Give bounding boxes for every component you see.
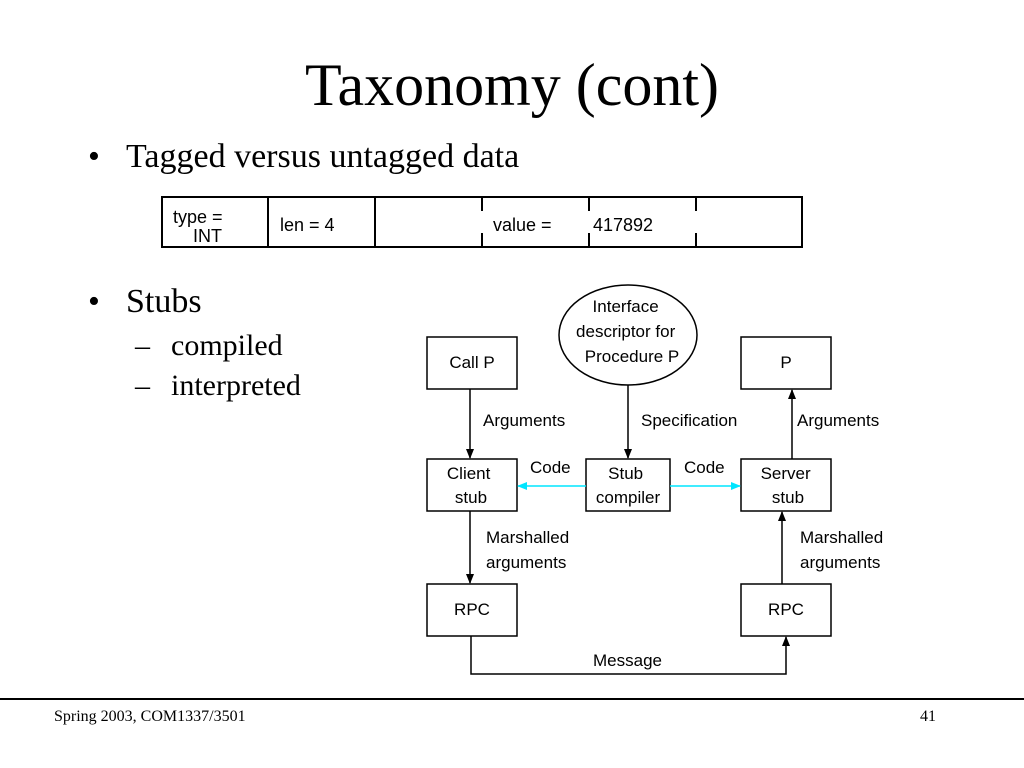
subitem-compiled: –compiled bbox=[135, 328, 283, 364]
bullet-text: Tagged versus untagged data bbox=[126, 138, 520, 175]
slide-title: Taxonomy (cont) bbox=[304, 52, 720, 118]
label-code-left: Code bbox=[530, 458, 571, 477]
server-stub-label: Server stub bbox=[761, 464, 816, 507]
client-stub-box bbox=[426, 458, 518, 512]
bullet-text: Stubs bbox=[126, 283, 202, 320]
sub-dash: – bbox=[135, 329, 150, 362]
label-marshalled-right: Marshalled arguments bbox=[800, 528, 888, 572]
subitem-text: interpreted bbox=[171, 369, 301, 402]
footer-course: Spring 2003, COM1337/3501 bbox=[54, 708, 246, 725]
p-box bbox=[740, 336, 832, 390]
label-arguments-right: Arguments bbox=[797, 411, 879, 430]
footer-divider bbox=[0, 698, 1024, 700]
stub-compiler-box bbox=[585, 458, 671, 512]
record-value-label: value = bbox=[493, 215, 552, 235]
message-arrow bbox=[470, 636, 790, 675]
call-p-box bbox=[426, 336, 518, 390]
client-stub-label: Client stub bbox=[447, 464, 495, 507]
record-type-value: INT bbox=[193, 226, 222, 246]
footer-page-number: 41 bbox=[920, 708, 936, 725]
bullet-dot: • bbox=[88, 283, 100, 320]
server-stub-box bbox=[740, 458, 832, 512]
interface-descriptor-text: Interface descriptor for Procedure P bbox=[576, 297, 680, 366]
record-type-label: type = bbox=[173, 207, 223, 227]
subitem-text: compiled bbox=[171, 329, 283, 362]
label-message: Message bbox=[593, 651, 662, 670]
rpc-left-box bbox=[426, 583, 518, 637]
rpc-stub-diagram: Interface descriptor for Procedure P Cal… bbox=[426, 284, 888, 675]
record-len: len = 4 bbox=[280, 215, 335, 235]
p-label: P bbox=[780, 353, 791, 372]
bullet-tagged-data: • Tagged versus untagged data bbox=[88, 137, 519, 177]
subitem-interpreted: –interpreted bbox=[135, 368, 301, 404]
bullet-stubs: • Stubs bbox=[88, 282, 202, 322]
rpc-left-label: RPC bbox=[454, 600, 490, 619]
call-p-label: Call P bbox=[449, 353, 494, 372]
label-marshalled-left: Marshalled arguments bbox=[486, 528, 574, 572]
sub-dash: – bbox=[135, 369, 150, 402]
label-code-right: Code bbox=[684, 458, 725, 477]
rpc-right-box bbox=[740, 583, 832, 637]
record-value-number: 417892 bbox=[593, 215, 653, 235]
rpc-right-label: RPC bbox=[768, 600, 804, 619]
tagged-data-record: type = INT len = 4 value = 417892 bbox=[161, 196, 803, 248]
stub-compiler-label: Stub compiler bbox=[596, 464, 661, 507]
bullet-dot: • bbox=[88, 138, 100, 175]
label-specification: Specification bbox=[641, 411, 737, 430]
label-arguments-left: Arguments bbox=[483, 411, 565, 430]
